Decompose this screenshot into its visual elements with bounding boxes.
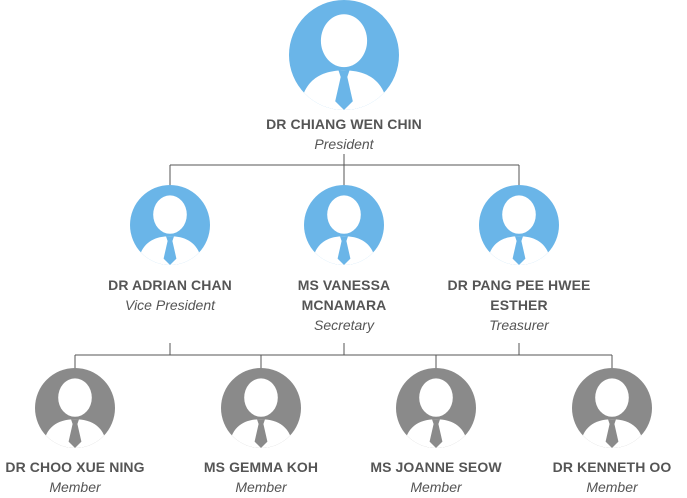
officer-name: DR ADRIAN CHAN	[108, 277, 232, 293]
person-icon	[304, 185, 384, 265]
member-name: DR KENNETH OO	[552, 459, 672, 475]
officer-role: Vice President	[124, 297, 215, 313]
president-name: DR CHIANG WEN CHIN	[266, 116, 422, 132]
president-role: President	[314, 136, 374, 152]
node-treasurer: DR PANG PEE HWEE ESTHER Treasurer	[434, 185, 604, 335]
officer-name-line2: ESTHER	[490, 297, 548, 313]
member-name: DR CHOO XUE NING	[5, 459, 145, 475]
node-member: MS GEMMA KOH Member	[186, 368, 336, 497]
person-icon	[289, 0, 399, 110]
officer-name-line1: MS VANESSA	[297, 277, 391, 293]
person-icon	[396, 368, 476, 448]
member-role: Member	[410, 479, 462, 495]
person-icon	[130, 185, 210, 265]
node-secretary: MS VANESSA MCNAMARA Secretary	[259, 185, 429, 335]
node-member: MS JOANNE SEOW Member	[361, 368, 511, 497]
person-icon	[35, 368, 115, 448]
officer-role: Treasurer	[489, 317, 549, 333]
member-name: MS GEMMA KOH	[203, 459, 319, 475]
officer-role: Secretary	[314, 317, 374, 333]
node-vice-president: DR ADRIAN CHAN Vice President	[85, 185, 255, 315]
member-role: Member	[49, 479, 101, 495]
node-member: DR KENNETH OO Member	[537, 368, 687, 497]
member-role: Member	[586, 479, 638, 495]
node-member: DR CHOO XUE NING Member	[0, 368, 150, 497]
member-role: Member	[235, 479, 287, 495]
person-icon	[221, 368, 301, 448]
officer-name-line1: DR PANG PEE HWEE	[447, 277, 591, 293]
person-icon	[479, 185, 559, 265]
member-name: MS JOANNE SEOW	[370, 459, 502, 475]
person-icon	[572, 368, 652, 448]
officer-name-line2: MCNAMARA	[301, 297, 387, 313]
node-president: DR CHIANG WEN CHIN President	[244, 0, 444, 154]
